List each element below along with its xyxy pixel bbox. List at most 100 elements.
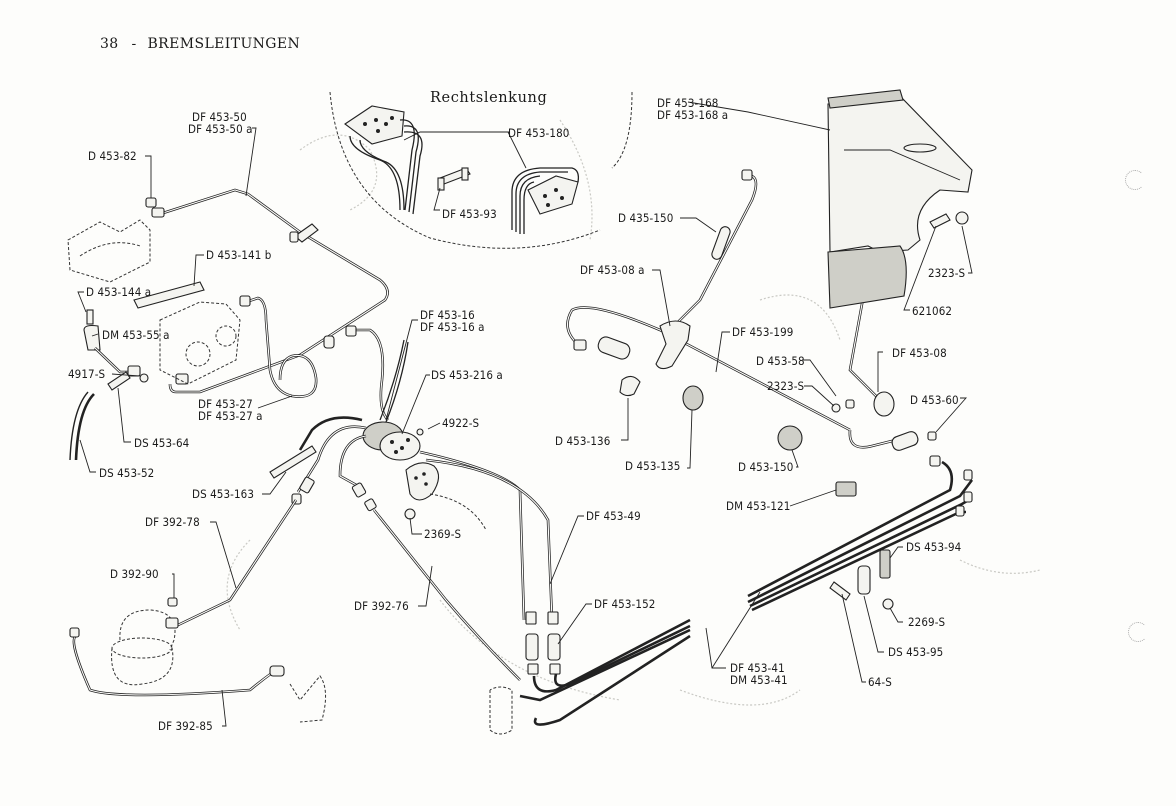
brake-light-switch [405,462,440,501]
label-2269-s: 2269-S [908,615,946,629]
brake-shield-df453-168 [827,89,973,309]
label-ds453-52: DS 453-52 [99,466,155,480]
label-d453-58: D 453-58 [756,354,805,368]
clip-ds453-94 [879,549,891,579]
label-d453-135: D 453-135 [625,459,681,473]
fitting-dm453-55a [83,324,101,351]
label-df453-08: DF 453-08 [892,346,947,360]
label-df453-168a: DF 453-168 a [657,108,729,122]
hose-d453-136-area [597,336,631,360]
label-dm453-121: DM 453-121 [726,499,791,513]
label-d392-90: D 392-90 [110,567,159,581]
fitting-ds453-64 [107,371,131,391]
label-ds453-64: DS 453-64 [134,436,190,450]
label-df453-93: DF 453-93 [442,207,497,221]
label-df453-27: DF 453-27 [198,397,253,411]
inset-right-hand-drive [329,91,633,249]
page-header: 38 - BREMSLEITUNGEN [100,36,300,52]
label-df392-76: DF 392-76 [354,599,409,613]
pipe-bundle-df453-41 [519,455,974,726]
master-cylinder-outline [159,301,241,385]
label-df453-50: DF 453-50 [192,110,247,124]
fitting-d453-136 [619,375,641,397]
label-df453-168: DF 453-168 [657,96,719,110]
bleeder-d392-90 [167,597,178,607]
washer-4917-s [139,373,149,383]
label-2323-s-b: 2323-S [767,379,805,393]
label-d453-144a: D 453-144 a [86,285,152,299]
central-distributor [269,339,554,621]
bolt-d453-58 [845,399,855,409]
grommet-d453-135 [682,385,704,411]
grommet-d453-150 [777,425,803,451]
washer-4922-s [416,428,424,436]
bolt-d453-144a [86,309,94,325]
label-d453-150: D 453-150 [738,460,794,474]
page-number: 38 [100,36,119,52]
label-4917-s: 4917-S [68,367,106,381]
label-dm453-41: DM 453-41 [730,673,788,687]
inset-distributor-right [527,175,579,215]
nut-2269-s [882,598,894,610]
nut-2369-s [404,508,416,520]
label-d435-150: D 435-150 [618,211,674,225]
label-df453-180: DF 453-180 [508,126,570,140]
rear-wheel-cylinder-left [69,609,326,723]
label-df453-50a: DF 453-50 a [188,122,253,136]
label-64-s: 64-S [868,675,892,689]
label-df392-85: DF 392-85 [158,719,213,733]
inset-title: Rechtslenkung [430,90,548,106]
label-df453-08a: DF 453-08 a [580,263,645,277]
label-2369-s: 2369-S [424,527,462,541]
label-2323-s-a: 2323-S [928,266,966,280]
label-ds453-216a: DS 453-216 a [431,368,503,382]
bracket-d453-141b [133,281,205,309]
label-df453-49: DF 453-49 [586,509,641,523]
master-cylinder-group [67,219,241,461]
label-df453-41: DF 453-41 [730,661,785,675]
label-d453-141b: D 453-141 b [206,248,272,262]
block-dm453-121 [835,481,857,497]
pipe-df392-76 [372,509,521,681]
header-separator: - [131,36,137,52]
wheel-cylinder-df453-08 [873,391,895,417]
hose-ds453-163 [269,445,317,479]
label-df453-199: DF 453-199 [732,325,794,339]
screw-621062 [929,213,951,229]
binder-hole-top [1125,170,1145,190]
label-621062: 621062 [912,304,953,318]
label-d453-136: D 453-136 [555,434,611,448]
inset-clip-df453-93 [437,167,471,191]
shield-lower-pad [827,245,907,309]
label-df392-78: DF 392-78 [145,515,200,529]
sleeve-d435-150 [711,226,731,260]
bleed-through-ghost [226,119,1041,706]
label-d453-82: D 453-82 [88,149,137,163]
label-dm453-55a: DM 453-55 a [102,328,170,342]
connectors-df453-152 [489,611,561,735]
right-side-parts [566,169,937,497]
fitting-d453-82 [145,197,157,208]
inset-distributor-left [344,105,405,145]
union-df453-08a [655,320,691,370]
reservoir-outline [67,219,151,283]
label-df453-16: DF 453-16 [420,308,475,322]
label-ds453-95: DS 453-95 [888,645,944,659]
label-df453-27a: DF 453-27 a [198,409,263,423]
pipe-df453-50 [145,188,389,394]
plug-2323-s-a [955,211,969,225]
label-d453-60: D 453-60 [910,393,959,407]
pipe-df453-27 [239,295,389,421]
clip-ds453-95 [857,565,871,595]
label-df453-152: DF 453-152 [594,597,656,611]
bolt-64-s [829,581,851,601]
label-df453-16a: DF 453-16 a [420,320,485,334]
fitting-d453-60 [927,431,937,441]
label-ds453-94: DS 453-94 [906,540,962,554]
leader-lines [77,101,973,727]
label-ds453-163: DS 453-163 [192,487,255,501]
binder-hole-bottom [1128,622,1148,642]
pipe-df392-78 [167,499,298,628]
